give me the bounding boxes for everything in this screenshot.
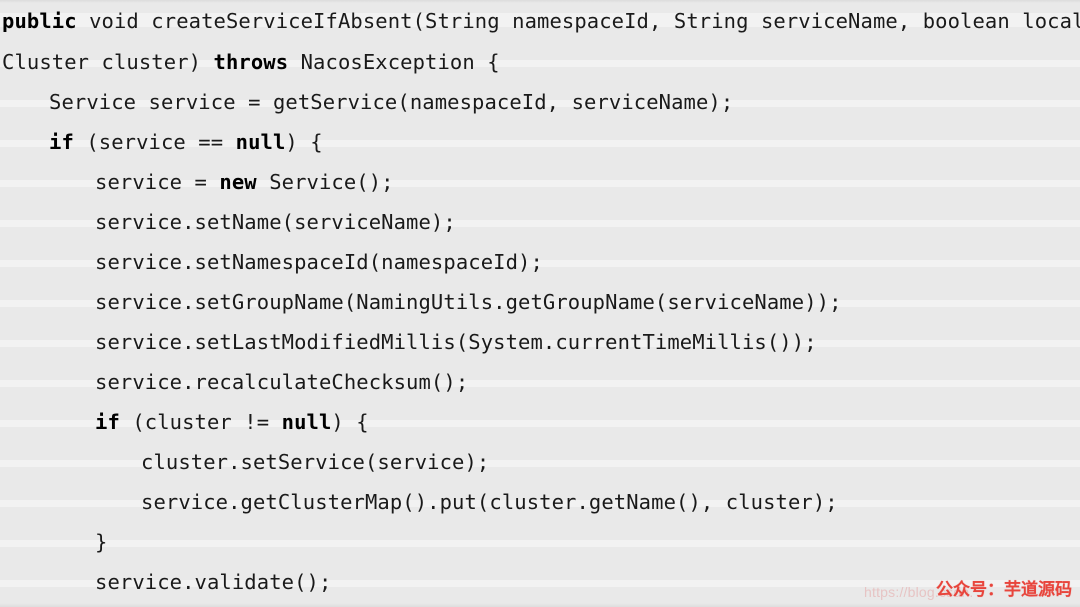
code-keyword: null (235, 130, 286, 154)
code-line: service.getClusterMap().put(cluster.getN… (0, 482, 1080, 522)
code-text: Service service = getService(namespaceId… (49, 90, 734, 114)
code-line: cluster.setService(service); (0, 442, 1080, 482)
code-text: service.setNamespaceId(namespaceId); (95, 250, 543, 274)
code-text: NacosException { (288, 50, 500, 74)
code-text: service.recalculateChecksum(); (95, 370, 469, 394)
code-text: service.setLastModifiedMillis(System.cur… (95, 330, 817, 354)
code-text: service.setGroupName(NamingUtils.getGrou… (95, 290, 842, 314)
code-line: if (cluster != null) { (0, 402, 1080, 442)
code-line: service.setGroupName(NamingUtils.getGrou… (0, 282, 1080, 322)
code-text: } (95, 530, 108, 554)
code-line: service.setNamespaceId(namespaceId); (0, 242, 1080, 282)
code-text: (service == (73, 130, 236, 154)
code-text: ) { (331, 410, 369, 434)
code-text: cluster.setService(service); (141, 450, 490, 474)
code-keyword: if (95, 410, 120, 434)
code-line: service = new Service(); (0, 162, 1080, 202)
code-line: } (0, 522, 1080, 562)
code-keyword: public (2, 9, 77, 33)
code-text: (cluster != (119, 410, 282, 434)
code-keyword: throws (213, 50, 289, 74)
code-text: void createServiceIfAbsent(String namesp… (76, 9, 1080, 33)
code-keyword: if (49, 130, 74, 154)
code-text: service.validate(); (95, 570, 332, 594)
code-line: service.recalculateChecksum(); (0, 362, 1080, 402)
code-text: service.setName(serviceName); (95, 210, 456, 234)
code-line: public void createServiceIfAbsent(String… (0, 0, 1080, 42)
code-keyword: null (281, 410, 332, 434)
code-line: service.validate(); (0, 562, 1080, 602)
code-line: Cluster cluster) throws NacosException { (0, 42, 1080, 82)
code-text: service = (95, 170, 220, 194)
code-line: Service service = getService(namespaceId… (0, 82, 1080, 122)
code-line: if (service == null) { (0, 122, 1080, 162)
code-text: Cluster cluster) (2, 50, 214, 74)
code-text: Service(); (256, 170, 394, 194)
code-line: service.setLastModifiedMillis(System.cur… (0, 322, 1080, 362)
code-text: ) { (285, 130, 323, 154)
code-text: service.getClusterMap().put(cluster.getN… (141, 490, 838, 514)
code-keyword: new (219, 170, 257, 194)
bottom-edge-seam (0, 603, 1080, 607)
code-line: service.setName(serviceName); (0, 202, 1080, 242)
